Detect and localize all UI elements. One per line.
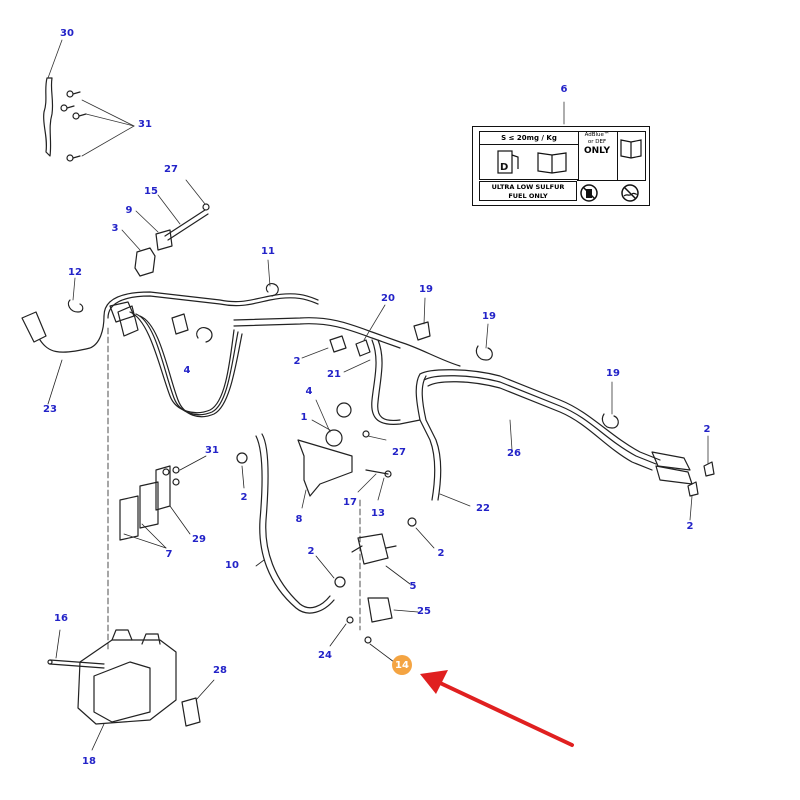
callout-4[interactable]: 4 (183, 365, 191, 376)
adblue-only: ONLY (583, 146, 611, 156)
callout-2[interactable]: 2 (703, 424, 711, 435)
fuel-pump-and-manual-icon: D (497, 150, 567, 174)
part-29-clamp (119, 455, 207, 549)
callout-18[interactable]: 18 (82, 756, 96, 767)
fuel-line2: FUEL ONLY (508, 192, 548, 200)
decal-fuel-text: ULTRA LOW SULFUR FUEL ONLY (479, 181, 577, 201)
pointer-arrow (420, 670, 574, 747)
fuel-line1: ULTRA LOW SULFUR (491, 183, 565, 191)
part-5-valve (315, 517, 435, 663)
callout-11[interactable]: 11 (261, 246, 275, 257)
highlighted-part-14[interactable]: 14 (392, 655, 412, 675)
callout-28[interactable]: 28 (213, 665, 227, 676)
fuel-decal: S ≤ 20mg / Kg D AdBlue™ or DEF ONLY ULTR… (472, 126, 650, 206)
adblue-line1: AdBlue™ (584, 132, 610, 138)
callout-20[interactable]: 20 (381, 293, 395, 304)
callout-2[interactable]: 2 (307, 546, 315, 557)
leaders-right (301, 101, 709, 521)
callout-22[interactable]: 22 (476, 503, 490, 514)
callout-6[interactable]: 6 (560, 84, 568, 95)
harness-connectors (109, 283, 431, 357)
callout-2[interactable]: 2 (437, 548, 445, 559)
part-10-hose (236, 433, 335, 614)
callout-5[interactable]: 5 (409, 581, 417, 592)
callout-21[interactable]: 21 (327, 369, 341, 380)
callout-29[interactable]: 29 (192, 534, 206, 545)
callout-2[interactable]: 2 (686, 521, 694, 532)
callout-19[interactable]: 19 (419, 284, 433, 295)
callout-23[interactable]: 23 (43, 404, 57, 415)
part-8-bracket (297, 402, 392, 497)
callout-16[interactable]: 16 (54, 613, 68, 624)
callout-12[interactable]: 12 (68, 267, 82, 278)
callout-27[interactable]: 27 (392, 447, 406, 458)
part-26-harness (415, 345, 715, 501)
callout-2[interactable]: 2 (293, 356, 301, 367)
callout-26[interactable]: 26 (507, 448, 521, 459)
callout-31[interactable]: 31 (138, 119, 152, 130)
part-23-harness (21, 299, 105, 405)
callout-19[interactable]: 19 (482, 311, 496, 322)
part-30-mounting-bracket (42, 77, 87, 162)
callout-7[interactable]: 7 (165, 549, 173, 560)
callout-4[interactable]: 4 (305, 386, 313, 397)
svg-text:D: D (500, 162, 508, 173)
callout-9[interactable]: 9 (125, 205, 133, 216)
callout-19[interactable]: 19 (606, 368, 620, 379)
callout-31[interactable]: 31 (205, 445, 219, 456)
decal-adblue: AdBlue™ or DEF ONLY (577, 131, 618, 181)
callout-1[interactable]: 1 (300, 412, 308, 423)
callout-2[interactable]: 2 (240, 492, 248, 503)
highlighted-part-label: 14 (395, 659, 409, 671)
callout-30[interactable]: 30 (60, 28, 74, 39)
leaders-upper (72, 179, 271, 301)
main-harness (103, 291, 461, 425)
no-fuel-mix-icon (580, 184, 598, 202)
callout-17[interactable]: 17 (343, 497, 357, 508)
decal-icons: D (479, 143, 579, 180)
no-water-icon (621, 184, 639, 202)
callout-15[interactable]: 15 (144, 186, 158, 197)
leaders-31 (47, 39, 135, 157)
callout-24[interactable]: 24 (318, 650, 332, 661)
manual-book-icon (620, 139, 642, 159)
adblue-line2: or DEF (587, 139, 607, 145)
callout-3[interactable]: 3 (111, 223, 119, 234)
callout-27[interactable]: 27 (164, 164, 178, 175)
part-3-bracket (134, 203, 210, 277)
leaders-center (301, 399, 387, 509)
callout-10[interactable]: 10 (225, 560, 239, 571)
callout-13[interactable]: 13 (371, 508, 385, 519)
decal-manual (617, 131, 646, 181)
callout-25[interactable]: 25 (417, 606, 431, 617)
decal-header: S ≤ 20mg / Kg (479, 131, 579, 145)
callout-8[interactable]: 8 (295, 514, 303, 525)
part-18-pump (47, 629, 215, 751)
